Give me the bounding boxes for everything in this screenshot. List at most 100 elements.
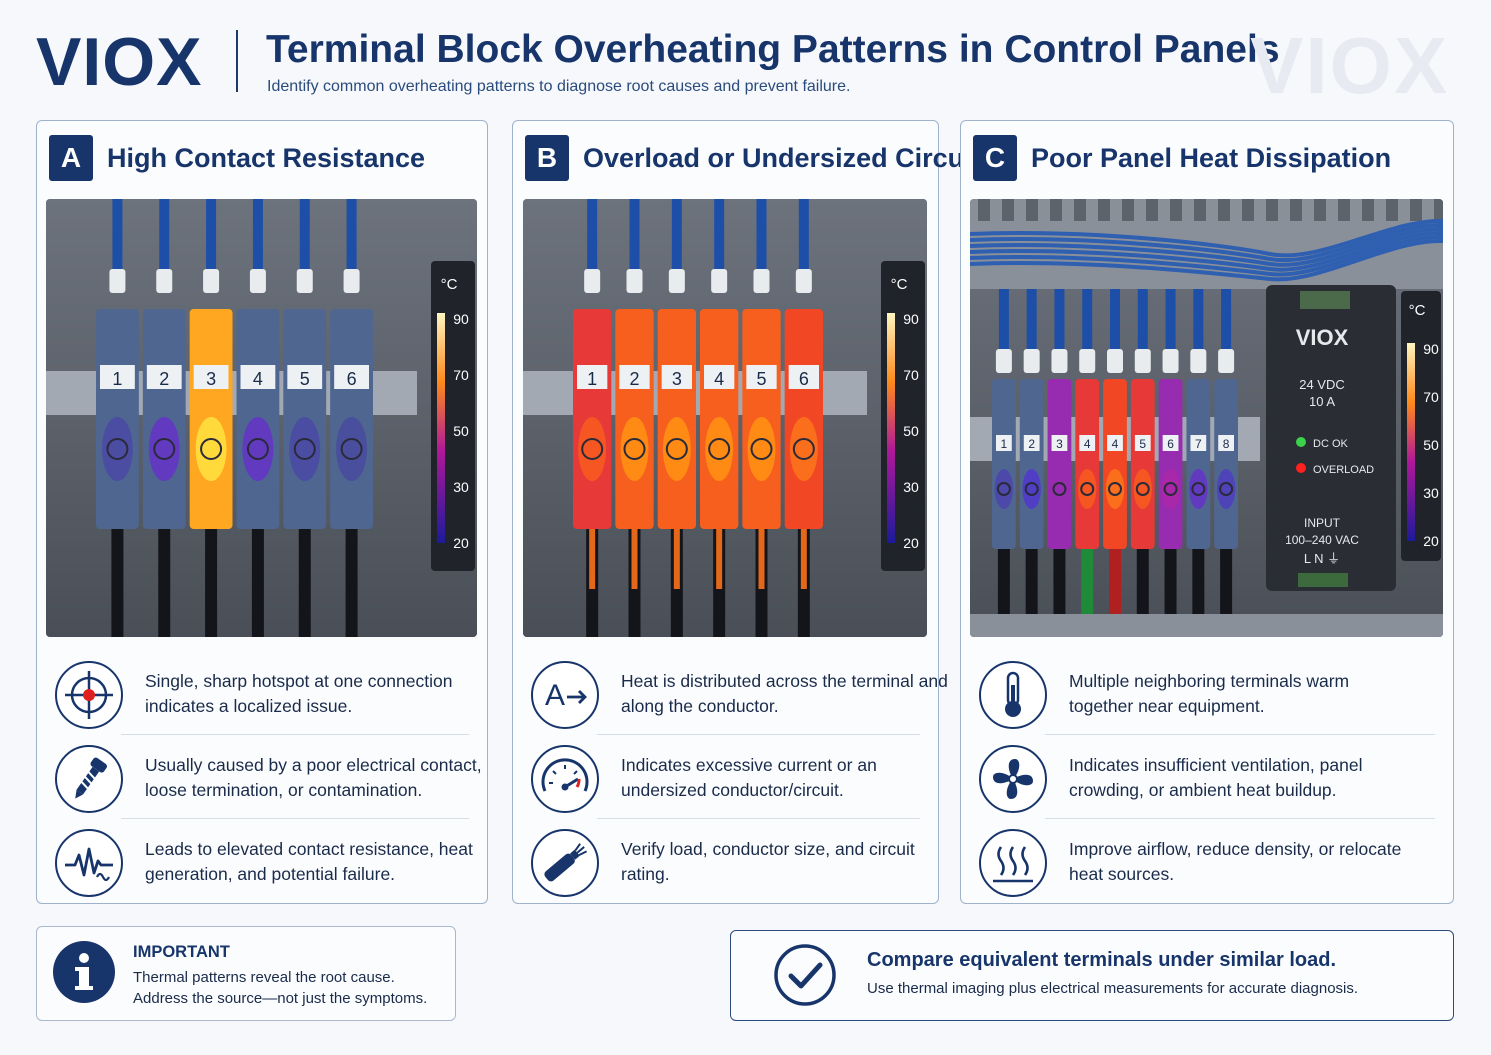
- temp-tick-label: 30: [903, 479, 919, 495]
- terminal-block: 7: [1186, 289, 1211, 614]
- psu-body: [1266, 285, 1396, 591]
- bottom-wire: [1025, 549, 1038, 614]
- list-item: Single, sharp hotspot at one connection …: [49, 651, 475, 735]
- bottom-wire: [1192, 549, 1205, 614]
- page-title: Terminal Block Overheating Patterns in C…: [266, 28, 1280, 71]
- important-note: IMPORTANT Thermal patterns reveal the ro…: [36, 926, 456, 1021]
- duct-slot: [1218, 199, 1230, 221]
- heat-glow: [662, 417, 691, 481]
- item-text: Improve airflow, reduce density, or relo…: [1069, 839, 1402, 884]
- item-text: Usually caused by a poor electrical cont…: [145, 755, 482, 800]
- psu-label: 24 VDC: [1299, 377, 1345, 392]
- dc-ok-led: [1296, 437, 1306, 447]
- temp-color-bar: [1407, 343, 1415, 541]
- wire-ferrule: [1218, 349, 1235, 373]
- terminal-number-tag: [334, 365, 369, 389]
- duct-slot: [1146, 199, 1158, 221]
- compare-callout: Compare equivalent terminals under simil…: [730, 930, 1454, 1021]
- gauge-icon: [531, 745, 599, 813]
- crosshair-icon: [55, 661, 123, 729]
- top-wire: [671, 199, 682, 279]
- top-wire: [1221, 289, 1232, 359]
- item-text: Indicates insufficient ventilation, pane…: [1069, 755, 1363, 800]
- terminal-number: 1: [112, 369, 122, 389]
- terminal-number-tag: [788, 365, 819, 389]
- compare-title: Compare equivalent terminals under simil…: [867, 949, 1337, 971]
- duct-slot: [1074, 199, 1086, 221]
- terminal-number: 3: [206, 369, 216, 389]
- header: VIOX Terminal Block Overheating Patterns…: [36, 22, 1456, 102]
- heat-glow: [1078, 469, 1097, 509]
- temp-tick-label: 30: [1423, 485, 1439, 501]
- compare-text: Use thermal imaging plus electrical meas…: [867, 980, 1359, 997]
- heat-glow: [705, 417, 734, 481]
- card-title: Poor Panel Heat Dissipation: [1031, 143, 1392, 173]
- terminal-number: 8: [1223, 437, 1230, 451]
- conductor-heat: [716, 529, 723, 589]
- terminal-number-tag: [240, 365, 276, 389]
- card-header: C Poor Panel Heat Dissipation: [973, 135, 1443, 183]
- terminal-screw: [1219, 482, 1234, 496]
- item-divider: [121, 818, 469, 819]
- terminal-body: [1075, 379, 1100, 549]
- terminal-body: [992, 379, 1016, 549]
- terminal-screw: [996, 482, 1011, 496]
- wire-ferrule: [203, 269, 220, 293]
- heat-glow: [1189, 469, 1208, 509]
- thermometer-icon: [979, 661, 1047, 729]
- card-title: Overload or Undersized Circuit: [583, 143, 981, 173]
- bottom-wire: [345, 529, 358, 637]
- heat-glow: [1161, 469, 1180, 509]
- terminal-block: 3: [1047, 289, 1072, 614]
- top-wire: [1137, 289, 1148, 359]
- duct-slot: [1434, 199, 1443, 221]
- top-wire: [798, 199, 809, 279]
- top-wire: [112, 199, 123, 279]
- top-wire: [1165, 289, 1176, 359]
- top-wire: [587, 199, 598, 279]
- terminal-block: 2: [615, 199, 654, 637]
- top-wire: [1054, 289, 1065, 359]
- terminal-body: [1214, 379, 1238, 549]
- duct-slot: [1314, 199, 1326, 221]
- bottom-wire: [158, 529, 171, 637]
- watermark-logo: VIOX: [1250, 21, 1450, 110]
- psu-label: 10 A: [1309, 394, 1335, 409]
- duct-slot: [1002, 199, 1014, 221]
- duct-slot: [1338, 199, 1350, 221]
- wire-ferrule: [296, 269, 313, 293]
- item-text: Multiple neighboring terminals warm toge…: [1069, 671, 1350, 716]
- terminal-body: [1019, 379, 1044, 549]
- terminal-number-tag: [1079, 435, 1096, 451]
- top-wire: [159, 199, 170, 279]
- psu-label: VIOX: [1296, 325, 1349, 350]
- heat-glow: [789, 417, 818, 481]
- terminal-number-tag: [146, 365, 182, 389]
- duct-slot: [1386, 199, 1398, 221]
- bottom-wire: [298, 529, 311, 637]
- heat-glow: [336, 417, 368, 481]
- terminal-number-tag: [1107, 435, 1123, 451]
- temp-tick-label: 20: [903, 535, 919, 551]
- wire-ferrule: [1023, 349, 1040, 373]
- temp-tick-label: 90: [1423, 341, 1439, 357]
- fan-icon: [979, 745, 1047, 813]
- psu-label: L N ⏚: [1304, 551, 1340, 566]
- terminal-screw: [153, 438, 176, 460]
- terminal-block: 6: [330, 199, 373, 637]
- conductor-heat: [758, 529, 765, 589]
- bottom-wire: [1053, 549, 1066, 614]
- terminal-number: 5: [300, 369, 310, 389]
- terminal-number-tag: [577, 365, 608, 389]
- terminal-body: [1186, 379, 1211, 549]
- page-subtitle: Identify common overheating patterns to …: [267, 78, 851, 95]
- bundle-wire: [970, 230, 1443, 272]
- item-divider: [597, 734, 920, 735]
- temp-color-bar: [437, 313, 445, 543]
- terminal-number: 1: [587, 369, 597, 389]
